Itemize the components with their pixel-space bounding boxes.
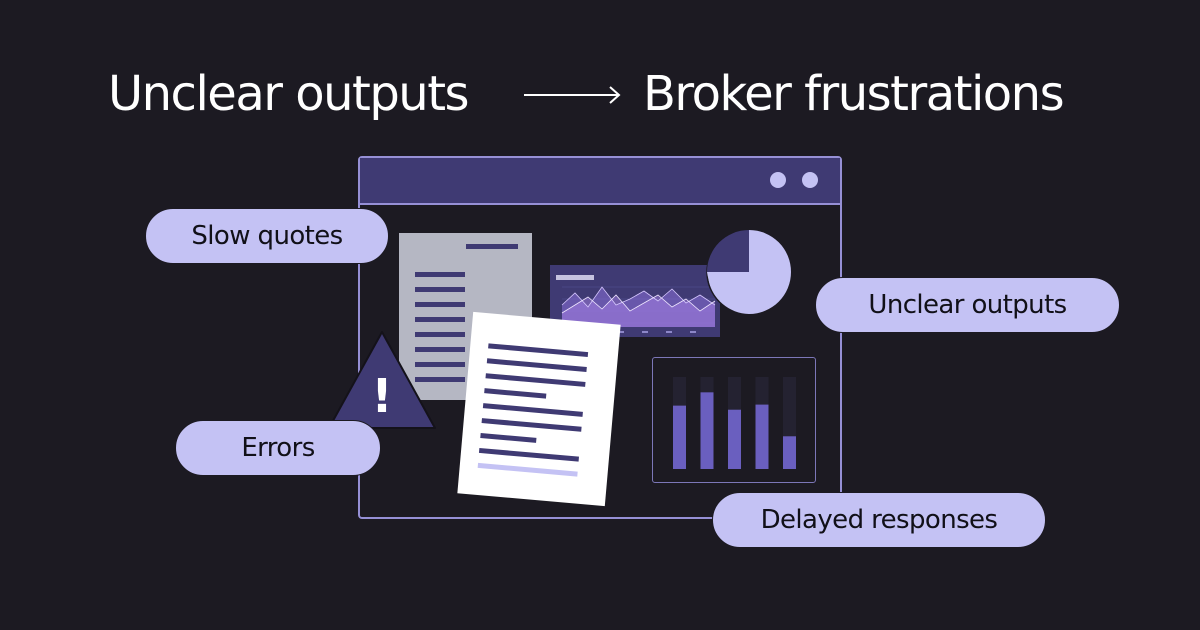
label-unclear-outputs: Unclear outputs	[815, 277, 1120, 333]
bar	[728, 409, 741, 469]
doc-line	[415, 347, 465, 352]
headline-left: Unclear outputs	[108, 66, 470, 122]
doc-line	[466, 244, 518, 249]
bar	[783, 436, 796, 469]
doc-line	[477, 462, 578, 477]
area-chart-icon	[550, 265, 720, 337]
warning-icon: !	[328, 331, 436, 429]
doc-line	[415, 377, 465, 382]
doc-line	[486, 358, 587, 372]
doc-line	[415, 362, 465, 367]
bar	[755, 404, 769, 469]
bar-chart-icon	[673, 377, 796, 469]
warning-glyph: !	[372, 369, 393, 423]
doc-line	[482, 403, 583, 417]
bar	[700, 392, 714, 469]
doc-line	[480, 433, 537, 443]
label-delayed-responses: Delayed responses	[712, 492, 1046, 548]
label-slow-quotes: Slow quotes	[145, 208, 389, 264]
bar	[673, 405, 686, 469]
doc-line	[415, 272, 465, 277]
arrow-right-icon	[524, 86, 621, 104]
window-titlebar	[360, 158, 840, 205]
doc-line	[478, 447, 579, 462]
doc-line	[488, 343, 589, 358]
pie-chart-icon	[706, 229, 792, 315]
window-dot	[770, 172, 786, 188]
bar-chart-panel	[652, 357, 816, 483]
document-icon	[457, 311, 621, 507]
doc-line	[481, 418, 582, 432]
doc-line	[415, 332, 465, 337]
window-dot	[802, 172, 818, 188]
doc-line	[484, 388, 547, 399]
doc-line	[415, 287, 465, 292]
headline-right: Broker frustrations	[643, 66, 1065, 122]
doc-line	[415, 317, 465, 322]
doc-line	[485, 373, 586, 387]
doc-line	[415, 302, 465, 307]
headline: Unclear outputs Broker frustrations	[0, 58, 1200, 138]
label-errors: Errors	[175, 420, 381, 476]
